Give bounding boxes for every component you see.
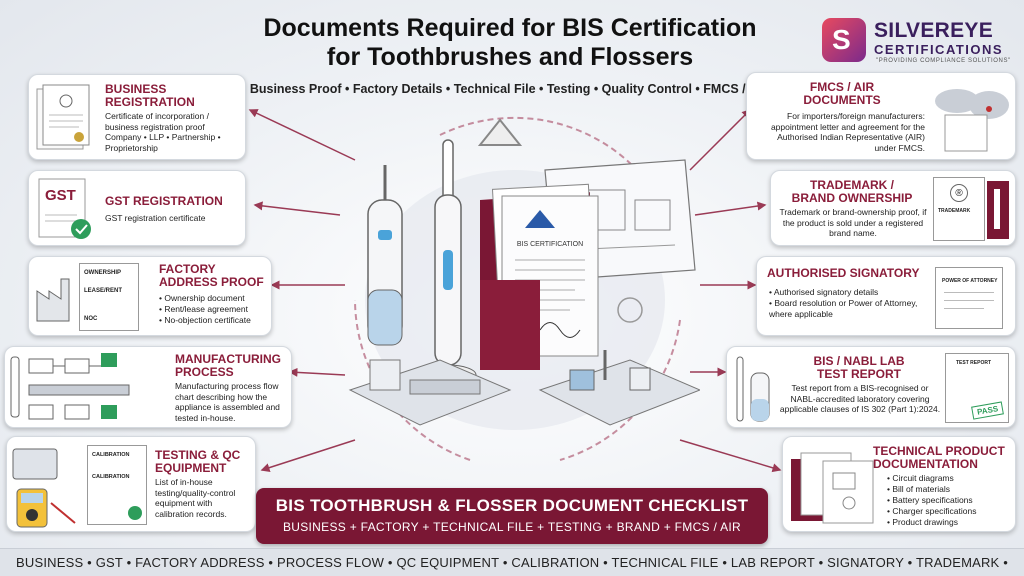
banner-subtitle: BUSINESS + FACTORY + TECHNICAL FILE + TE…: [282, 520, 742, 534]
card-list: Authorised signatory details Board resol…: [769, 287, 925, 320]
lab-illustration: [538, 350, 702, 426]
card-text: Test report from a BIS-recognised or NAB…: [779, 383, 941, 414]
toothbrush-flosser-icon: [736, 356, 770, 422]
banner-title: BIS TOOTHBRUSH & FLOSSER DOCUMENT CHECKL…: [275, 496, 749, 515]
folder-label: BIS CERTIFICATION: [517, 241, 583, 248]
card-text: Trademark or brand-ownership proof, if t…: [779, 207, 927, 238]
power-of-attorney-icon: POWER OF ATTORNEY: [935, 267, 1003, 329]
title-line-1: Documents Required for BIS Certification: [263, 14, 757, 42]
center-graphic: BIS CERTIFICATION: [348, 118, 702, 430]
brand-logo: S SILVEREYE CERTIFICATIONS "PROVIDING CO…: [822, 16, 1018, 66]
ownership-documents-icon: OWNERSHIP LEASE/RENT NOC: [79, 263, 139, 331]
multimeter-icon: [12, 448, 76, 528]
test-report-icon: TEST REPORT PASS: [945, 353, 1009, 423]
certificate-icon: [36, 84, 90, 150]
logo-subname: CERTIFICATIONS: [874, 42, 1004, 57]
factory-line-illustration: [348, 359, 512, 426]
world-map-icon: [935, 89, 1009, 152]
card-trademark-brand-ownership: TRADEMARK /BRAND OWNERSHIP Trademark or …: [770, 170, 1016, 246]
logo-name: SILVEREYE: [874, 19, 994, 42]
card-list: Circuit diagrams Bill of materials Batte…: [887, 473, 1013, 528]
trademark-certificate-icon: ® TRADEMARK: [933, 177, 985, 241]
quality-badge-icon: [617, 297, 643, 323]
card-gst-registration: GST GST REGISTRATION GST registration ce…: [28, 170, 246, 246]
center-illustration: BIS CERTIFICATION: [330, 100, 702, 480]
card-text: Manufacturing process flow chart describ…: [175, 381, 280, 423]
bis-certification-folder: BIS CERTIFICATION: [480, 183, 599, 370]
page-subtitle: Business Proof • Factory Details • Techn…: [249, 82, 771, 96]
card-text: List of in-house testing/quality-control…: [155, 477, 236, 519]
title-line-2: for Toothbrushes and Flossers: [326, 43, 694, 71]
factory-icon: [36, 278, 70, 322]
water-flosser-icon: [367, 165, 403, 346]
footer-keywords: BUSINESS • GST • FACTORY ADDRESS • PROCE…: [0, 548, 1024, 576]
logo-tagline: "PROVIDING COMPLIANCE SOLUTIONS": [876, 58, 1011, 64]
page-title: Documents Required for BIS Certification…: [200, 14, 820, 72]
calibration-certificates-icon: CALIBRATION CALIBRATION: [87, 445, 147, 525]
card-text: Certificate of incorporation / business …: [105, 111, 221, 153]
product-box-icon: [987, 181, 1009, 239]
gst-document-icon: GST: [37, 177, 93, 241]
card-text: For importers/foreign manufacturers: app…: [770, 111, 925, 153]
card-authorised-signatory: AUTHORISED SIGNATORY Authorised signator…: [756, 256, 1016, 336]
technical-drawings-icon: [791, 452, 874, 524]
checklist-banner: BIS TOOTHBRUSH & FLOSSER DOCUMENT CHECKL…: [256, 488, 768, 544]
logo-mark-icon: S: [822, 18, 866, 62]
card-list: Ownership document Rent/lease agreement …: [159, 293, 271, 326]
process-flow-icon: [10, 353, 130, 420]
card-text: GST registration certificate: [105, 213, 206, 223]
